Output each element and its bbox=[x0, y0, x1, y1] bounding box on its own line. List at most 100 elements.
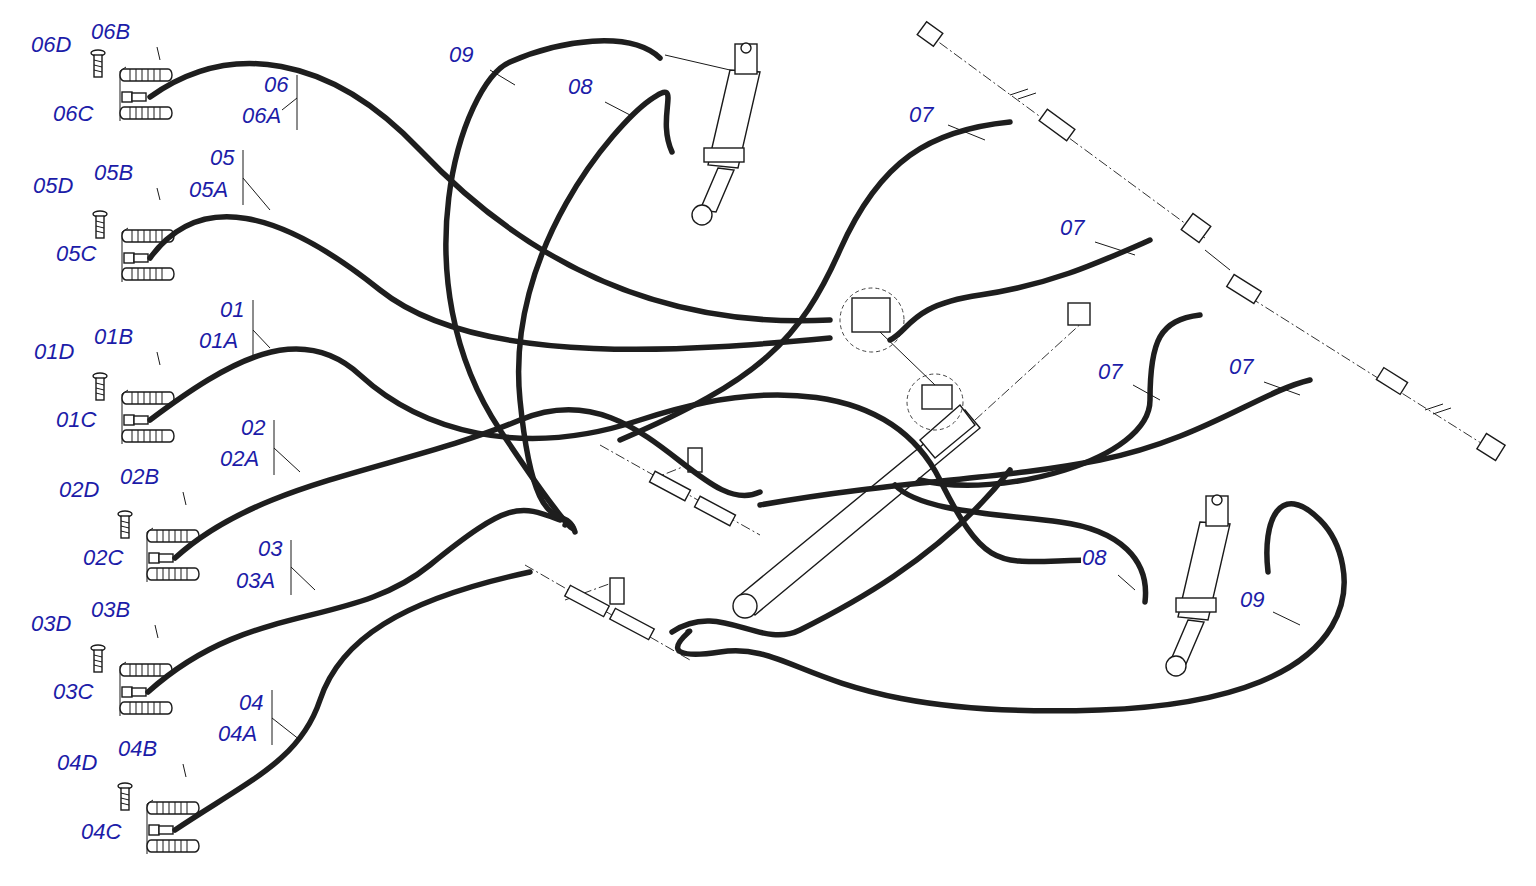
hoses bbox=[175, 572, 530, 830]
callout-number: 01D bbox=[33, 340, 75, 364]
manifolds bbox=[610, 578, 624, 604]
rod-cylinders bbox=[925, 32, 1205, 238]
lift-cylinders bbox=[704, 148, 744, 162]
callout-number: 01C bbox=[55, 408, 97, 432]
manifolds bbox=[695, 496, 736, 525]
callout-number: 06D bbox=[30, 33, 72, 57]
manifolds bbox=[610, 608, 654, 639]
lift-cylinders bbox=[692, 205, 712, 225]
hoses bbox=[760, 380, 1310, 505]
callout-number: 07 bbox=[1097, 360, 1123, 384]
callout-number: 09 bbox=[1239, 588, 1265, 612]
lift-cylinders bbox=[1176, 598, 1216, 612]
leader-lines bbox=[665, 55, 1230, 270]
callout-number: 04C bbox=[80, 820, 122, 844]
callout-number: 05B bbox=[93, 161, 134, 185]
callout-number: 06 bbox=[263, 73, 289, 97]
rod-cylinders bbox=[1376, 368, 1407, 395]
hoses bbox=[895, 485, 1146, 602]
hoses bbox=[678, 504, 1345, 711]
hoses bbox=[920, 315, 1200, 485]
callout-number: 04D bbox=[56, 751, 98, 775]
callout-number: 06A bbox=[241, 104, 282, 128]
leader-lines bbox=[1095, 242, 1300, 400]
rod-cylinders bbox=[1227, 275, 1262, 304]
main-cylinder bbox=[922, 385, 952, 409]
leader-lines bbox=[183, 690, 300, 777]
main-cylinder bbox=[907, 374, 963, 430]
leader-lines bbox=[157, 47, 297, 130]
lift-cylinders bbox=[741, 43, 751, 53]
callout-number: 01B bbox=[93, 325, 134, 349]
main-cylinder bbox=[920, 405, 975, 458]
callout-number: 08 bbox=[567, 75, 593, 99]
callout-number: 02A bbox=[219, 447, 260, 471]
hoses bbox=[150, 217, 830, 350]
lift-cylinders bbox=[1206, 496, 1228, 526]
leader-lines bbox=[490, 70, 985, 140]
manifolds bbox=[525, 445, 760, 660]
callout-number: 05A bbox=[188, 178, 229, 202]
manifolds bbox=[650, 471, 691, 500]
main-cylinder bbox=[733, 594, 757, 618]
callout-number: 07 bbox=[1228, 355, 1254, 379]
leader-lines bbox=[157, 300, 270, 365]
lift-cylinders bbox=[1212, 495, 1222, 505]
rod-cylinders bbox=[1039, 109, 1075, 140]
callout-number: 08 bbox=[1081, 546, 1107, 570]
rod-cylinders bbox=[1010, 89, 1036, 99]
manifolds bbox=[525, 565, 690, 660]
callout-number: 09 bbox=[448, 43, 474, 67]
lift-cylinders bbox=[692, 43, 1230, 676]
hose-end-assemblies bbox=[91, 50, 199, 854]
hoses bbox=[148, 510, 560, 692]
callout-number: 03C bbox=[52, 680, 94, 704]
hoses bbox=[150, 64, 830, 321]
callout-number: 04 bbox=[238, 691, 264, 715]
callout-number: 05 bbox=[209, 146, 235, 170]
callout-number: 02C bbox=[82, 546, 124, 570]
rod-cylinders bbox=[1181, 213, 1211, 242]
hoses bbox=[519, 92, 672, 532]
leader-lines bbox=[155, 540, 315, 638]
main-cylinder bbox=[852, 298, 890, 332]
hose-end-assemblies bbox=[91, 50, 172, 121]
rod-cylinders bbox=[1425, 404, 1451, 414]
hoses bbox=[672, 470, 1010, 635]
callout-number: 03 bbox=[257, 537, 283, 561]
callout-number: 04A bbox=[217, 722, 258, 746]
hoses bbox=[890, 240, 1150, 340]
hoses bbox=[620, 122, 1010, 440]
callout-number: 02B bbox=[119, 465, 160, 489]
callout-number: 04B bbox=[117, 737, 158, 761]
leader-lines bbox=[1118, 575, 1300, 625]
callout-number: 06C bbox=[52, 102, 94, 126]
callout-number: 01A bbox=[198, 329, 239, 353]
callout-number: 02D bbox=[58, 478, 100, 502]
hoses bbox=[148, 41, 1344, 830]
leader-lines bbox=[155, 47, 1300, 777]
callout-number: 03D bbox=[30, 612, 72, 636]
main-cylinder bbox=[1068, 303, 1090, 325]
callout-number: 07 bbox=[1059, 216, 1085, 240]
main-cylinder bbox=[975, 320, 1085, 420]
lift-cylinders bbox=[735, 44, 757, 74]
lift-cylinders bbox=[1166, 656, 1186, 676]
callout-number: 05D bbox=[32, 174, 74, 198]
callout-number: 07 bbox=[908, 103, 934, 127]
rod-cylinders bbox=[1477, 434, 1505, 461]
rod-cylinders bbox=[917, 22, 1505, 461]
callout-number: 05C bbox=[55, 242, 97, 266]
callout-number: 02 bbox=[240, 416, 266, 440]
manifolds bbox=[565, 585, 609, 616]
rod-cylinders bbox=[1235, 288, 1500, 455]
callout-number: 01 bbox=[219, 298, 245, 322]
main-cylinder bbox=[840, 288, 904, 352]
rod-cylinders bbox=[917, 22, 943, 47]
hose-end-assemblies bbox=[118, 783, 199, 854]
callout-number: 03B bbox=[90, 598, 131, 622]
callout-number: 03A bbox=[235, 569, 276, 593]
callout-number: 06B bbox=[90, 20, 131, 44]
